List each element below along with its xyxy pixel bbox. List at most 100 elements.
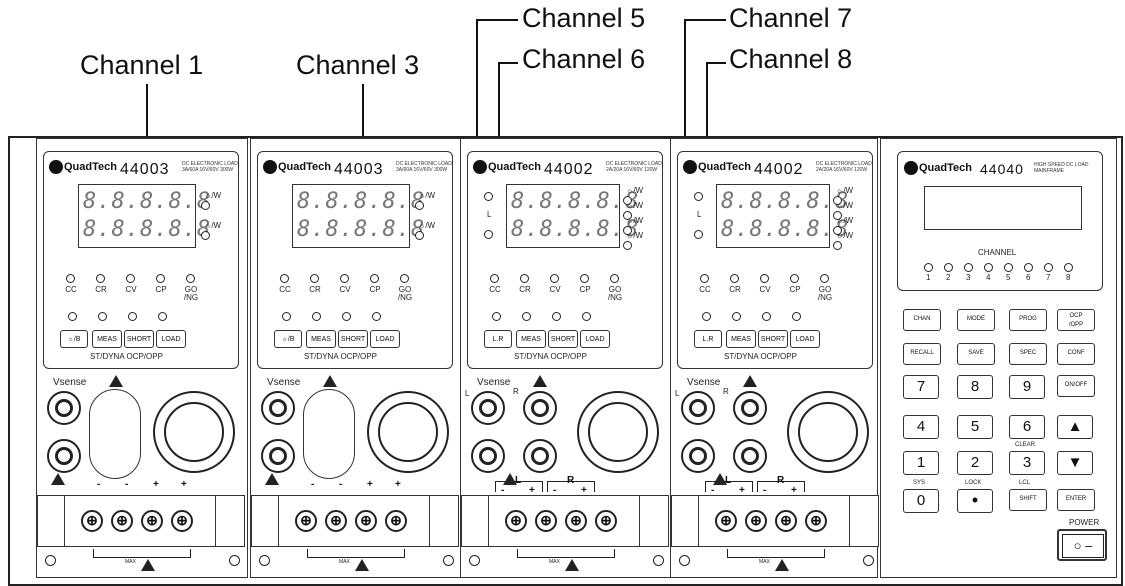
keypad-key[interactable]: ON/OFF [1057, 375, 1095, 397]
meas-button[interactable]: MEAS [306, 330, 336, 348]
keypad-key[interactable]: ▼ [1057, 451, 1093, 475]
sense-jack-positive[interactable] [261, 391, 295, 425]
mode-button[interactable]: ☼/B [60, 330, 88, 348]
status-led [520, 274, 529, 283]
terminal-screw[interactable]: ⊕ [171, 510, 193, 532]
terminal-screw[interactable]: ⊕ [81, 510, 103, 532]
short-button[interactable]: SHORT [548, 330, 578, 348]
keypad-key[interactable]: 6 [1009, 415, 1045, 439]
rotary-knob[interactable] [577, 391, 659, 473]
sense-jack-positive[interactable] [47, 391, 81, 425]
unit-led [623, 241, 632, 250]
terminal-screw[interactable]: ⊕ [355, 510, 377, 532]
left-jack-negative[interactable] [681, 439, 715, 473]
terminal-screw[interactable]: ⊕ [505, 510, 527, 532]
keypad-key[interactable]: 9 [1009, 375, 1045, 399]
button-led [762, 312, 771, 321]
keypad-key[interactable]: 3 [1009, 451, 1045, 475]
keypad-key[interactable]: 2 [957, 451, 993, 475]
terminal-screw[interactable]: ⊕ [325, 510, 347, 532]
terminal-sign: + [529, 485, 535, 496]
keypad-key[interactable]: 7 [903, 375, 939, 399]
model-number: 44003 [334, 161, 384, 178]
terminal-end-right [215, 495, 245, 547]
terminal-screw[interactable]: ⊕ [295, 510, 317, 532]
status-label: GO /NG [817, 285, 833, 302]
terminal-group-bracket [547, 481, 595, 492]
keypad-key[interactable]: 4 [903, 415, 939, 439]
keypad-key[interactable]: 0 [903, 489, 939, 513]
leader-line-ch5-v [476, 19, 478, 245]
unit-indicator: ☼/W [626, 186, 644, 195]
rotary-knob[interactable] [153, 391, 235, 473]
terminal-screw[interactable]: ⊕ [141, 510, 163, 532]
keypad-key[interactable]: ▲ [1057, 415, 1093, 439]
terminal-group-bracket [757, 481, 805, 492]
terminal-screw[interactable]: ⊕ [111, 510, 133, 532]
terminal-screw[interactable]: ⊕ [565, 510, 587, 532]
keypad-key[interactable]: PROG [1009, 309, 1047, 331]
terminal-screw[interactable]: ⊕ [535, 510, 557, 532]
mode-button[interactable]: L.R [484, 330, 512, 348]
keypad-key[interactable]: SPEC [1009, 343, 1047, 365]
left-jack-positive[interactable] [471, 391, 505, 425]
keypad-key[interactable]: 5 [957, 415, 993, 439]
terminal-screw[interactable]: ⊕ [715, 510, 737, 532]
terminal-screw[interactable]: ⊕ [805, 510, 827, 532]
module-description: DC ELECTRONIC LOAD 3A/60A 16V/60V 300W [182, 161, 238, 173]
load-button[interactable]: LOAD [156, 330, 186, 348]
button-led [732, 312, 741, 321]
meas-button[interactable]: MEAS [516, 330, 546, 348]
keypad-key[interactable]: CONF [1057, 343, 1095, 365]
terminal-screw[interactable]: ⊕ [385, 510, 407, 532]
short-button[interactable]: SHORT [124, 330, 154, 348]
terminal-sign: - [125, 479, 129, 490]
load-button[interactable]: LOAD [580, 330, 610, 348]
keypad-key[interactable]: ENTER [1057, 489, 1095, 511]
keypad-key[interactable]: CHAN [903, 309, 941, 331]
sense-jack-negative[interactable] [47, 439, 81, 473]
status-label: CR [309, 285, 321, 294]
rotary-knob[interactable] [787, 391, 869, 473]
load-button[interactable]: LOAD [370, 330, 400, 348]
terminal-screw[interactable]: ⊕ [775, 510, 797, 532]
meas-button[interactable]: MEAS [726, 330, 756, 348]
unit-led [623, 196, 632, 205]
terminal-sign: + [153, 479, 159, 490]
channel-indicator-led [1044, 263, 1053, 272]
caution-icon [565, 559, 579, 571]
keypad-key[interactable]: 8 [957, 375, 993, 399]
load-button[interactable]: LOAD [790, 330, 820, 348]
sense-jack-negative[interactable] [261, 439, 295, 473]
keypad-key[interactable]: RECALL [903, 343, 941, 365]
keypad-key[interactable]: • [957, 489, 993, 513]
status-led [580, 274, 589, 283]
right-jack-negative[interactable] [523, 439, 557, 473]
short-button[interactable]: SHORT [758, 330, 788, 348]
meas-button[interactable]: MEAS [92, 330, 122, 348]
left-jack-negative[interactable] [471, 439, 505, 473]
channel-number: 5 [1006, 273, 1011, 282]
mode-button[interactable]: L.R [694, 330, 722, 348]
power-switch[interactable]: ○ – [1057, 529, 1107, 561]
terminal-screw[interactable]: ⊕ [595, 510, 617, 532]
short-button[interactable]: SHORT [338, 330, 368, 348]
status-label: CP [155, 285, 167, 294]
rotary-knob[interactable] [367, 391, 449, 473]
leader-line-ch8-v [706, 62, 708, 194]
keypad-key[interactable]: MODE [957, 309, 995, 331]
terminal-screw[interactable]: ⊕ [745, 510, 767, 532]
keypad-key[interactable]: SHIFT [1009, 489, 1047, 511]
keypad-key[interactable]: OCP /OPP [1057, 309, 1095, 331]
keypad-key[interactable]: 1 [903, 451, 939, 475]
left-jack-positive[interactable] [681, 391, 715, 425]
right-jack-positive[interactable] [733, 391, 767, 425]
right-jack-negative[interactable] [733, 439, 767, 473]
mode-button[interactable]: ☼/B [274, 330, 302, 348]
right-jack-positive[interactable] [523, 391, 557, 425]
keypad-key[interactable]: SAVE [957, 343, 995, 365]
